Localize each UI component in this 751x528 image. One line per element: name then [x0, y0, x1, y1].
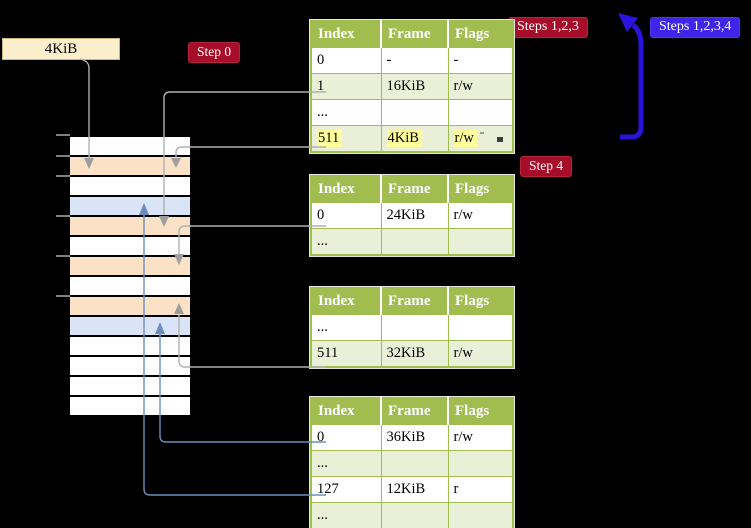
arrow-table1-entry511-recursive-to-4kib: [175, 146, 326, 157]
memory-row: [70, 357, 190, 377]
memory-row: [70, 277, 190, 297]
physical-memory-stack: [70, 137, 190, 417]
cell-index: 511: [310, 125, 382, 153]
page-table-4: Index Frame Flags 0 36KiB r/w ... 127 12…: [310, 397, 514, 528]
cell-index: 511: [310, 340, 382, 368]
cell-index: ...: [310, 502, 382, 528]
column-header: Frame: [381, 176, 449, 203]
page-table-1: Index Frame Flags 0 - - 1 16KiB r/w ... …: [310, 20, 514, 153]
column-header: Frame: [381, 288, 449, 315]
cell-index: ...: [310, 314, 382, 341]
cell-index: ...: [310, 450, 382, 477]
memory-row: [70, 157, 190, 177]
memory-row: [70, 137, 190, 157]
address-label-box: 4KiB: [2, 38, 120, 60]
step0-badge: Step 0: [188, 42, 241, 63]
column-header: Flags: [448, 398, 513, 425]
step4-badge: Step 4: [520, 156, 573, 177]
cell-flags: [447, 450, 514, 477]
table-row: 127 12KiB r: [310, 476, 514, 503]
cell-flags: [447, 314, 514, 341]
cell-flags: r/w: [447, 424, 514, 451]
page-table-3: Index Frame Flags ... 511 32KiB r/w: [310, 287, 514, 368]
cell-index: ...: [310, 99, 382, 126]
cell-flags: [447, 502, 514, 528]
table-header-row: Index Frame Flags: [311, 176, 513, 203]
cell-flags: [447, 99, 514, 126]
arrow-table3-entry511-to-32kib: [178, 315, 326, 368]
cell-flags: r/w: [447, 340, 514, 368]
cell-index: ...: [310, 228, 382, 256]
memory-row: [70, 237, 190, 257]
memory-row: [70, 397, 190, 417]
page-table-2: Index Frame Flags 0 24KiB r/w ...: [310, 175, 514, 256]
arrow-table2-entry0-to-24kib: [178, 225, 326, 254]
column-header: Index: [311, 176, 382, 203]
table-row: 511 32KiB r/w: [310, 340, 514, 368]
cell-frame: [380, 450, 449, 477]
memory-row: [70, 377, 190, 397]
recursive-loop-arrowhead: [618, 13, 638, 32]
cell-frame: [380, 314, 449, 341]
table-row: 0 36KiB r/w: [310, 424, 514, 451]
cell-index: 0: [310, 47, 382, 74]
column-header: Index: [311, 21, 382, 48]
address-tick-marks: [56, 134, 70, 297]
cell-flags: r/w: [447, 73, 514, 100]
memory-row: [70, 197, 190, 217]
cell-index: 127: [310, 476, 382, 503]
table-row-highlighted: 511 4KiB r/w: [310, 125, 514, 153]
memory-row: [70, 257, 190, 277]
table-header-row: Index Frame Flags: [311, 21, 513, 48]
cell-flags: [447, 228, 514, 256]
memory-row: [70, 317, 190, 337]
cell-flags: r: [447, 476, 514, 503]
highlight: r/w: [453, 130, 477, 147]
cell-index: 1: [310, 73, 382, 100]
memory-row: [70, 177, 190, 197]
steps1234-badge: Steps 1,2,3,4: [650, 17, 741, 39]
cell-index: 0: [310, 424, 382, 451]
table-row: 0 - -: [310, 47, 514, 74]
cell-frame: 12KiB: [380, 476, 449, 503]
cell-flags: -: [447, 47, 514, 74]
highlight: 4KiB: [386, 130, 422, 147]
table-header-row: Index Frame Flags: [311, 288, 513, 315]
cell-frame: [380, 99, 449, 126]
column-header: Frame: [381, 398, 449, 425]
table-row: ...: [310, 450, 514, 477]
cell-frame: 36KiB: [380, 424, 449, 451]
memory-row: [70, 297, 190, 317]
column-header: Flags: [448, 21, 513, 48]
table-row: 0 24KiB r/w: [310, 202, 514, 229]
column-header: Index: [311, 398, 382, 425]
cell-flags: r/w: [447, 202, 514, 229]
cell-frame: [380, 502, 449, 528]
table-row: 1 16KiB r/w: [310, 73, 514, 100]
highlight: 511: [317, 130, 343, 147]
cell-frame: [380, 228, 449, 256]
column-header: Flags: [448, 176, 513, 203]
cell-frame: 24KiB: [380, 202, 449, 229]
steps123-badge: Steps 1,2,3: [508, 17, 588, 39]
table-row: ...: [310, 314, 514, 341]
cell-frame: -: [380, 47, 449, 74]
memory-row: [70, 337, 190, 357]
table-header-row: Index Frame Flags: [311, 398, 513, 425]
cell-flags: r/w: [447, 125, 514, 153]
table-row: ...: [310, 99, 514, 126]
column-header: Frame: [381, 21, 449, 48]
cell-frame: 4KiB: [380, 125, 449, 153]
cell-index: 0: [310, 202, 382, 229]
cell-frame: 16KiB: [380, 73, 449, 100]
memory-row: [70, 217, 190, 237]
cell-frame: 32KiB: [380, 340, 449, 368]
column-header: Flags: [448, 288, 513, 315]
recursive-loop-arrow: [620, 23, 644, 140]
column-header: Index: [311, 288, 382, 315]
table-row: ...: [310, 228, 514, 256]
table-row: ...: [310, 502, 514, 528]
